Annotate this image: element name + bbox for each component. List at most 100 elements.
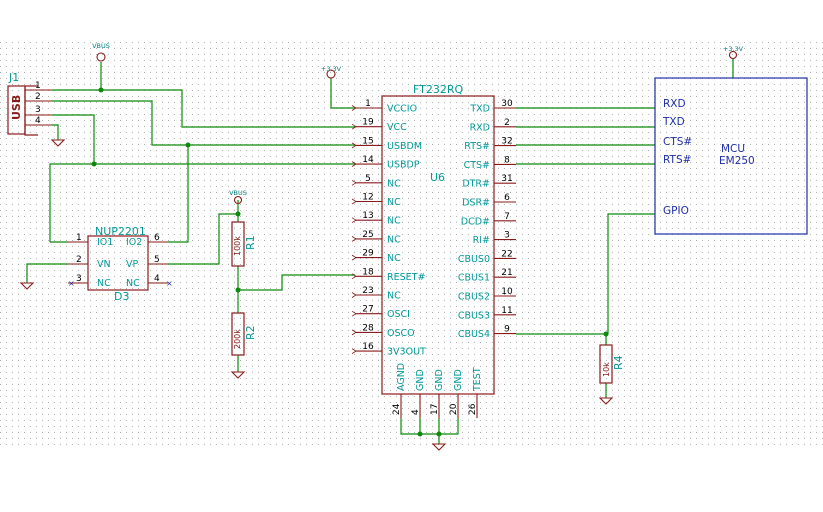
u6-pin-number: 12 (362, 193, 373, 203)
pin-arrow-icon (351, 142, 357, 149)
u6-pin-number: 11 (501, 306, 512, 316)
svg-text:R1: R1 (244, 235, 257, 250)
ground-icon-r2 (230, 371, 246, 379)
vbus-flag-r1: VBUS (229, 189, 247, 205)
u6-pin-name: GND (415, 369, 426, 391)
svg-text:NC: NC (97, 278, 111, 289)
u6-pin-name: NC (387, 253, 401, 264)
ground-icon-u6 (431, 443, 447, 451)
u6-pin-name: OSCI (387, 309, 410, 320)
svg-text:VBUS: VBUS (92, 42, 110, 50)
connector-j1: USB J1 1 2 3 4 (7, 71, 52, 136)
mcu-title: MCU (721, 143, 745, 155)
u6-right-pins: 30TXD2RXD32RTS#8CTS#31DTR#6DSR#7DCD#3RI#… (458, 99, 516, 340)
wires (26, 58, 734, 444)
resistor-r1: 100k R1 (231, 221, 257, 267)
ground-icon-j1 (50, 139, 66, 147)
u6-pin-number: 32 (501, 137, 512, 147)
u6-pin-number: 7 (504, 212, 510, 222)
svg-text:10k: 10k (602, 362, 611, 377)
grid-background (0, 40, 823, 450)
u6-pin-name: DCD# (461, 216, 490, 227)
svg-text:R2: R2 (244, 325, 257, 340)
u6-pin-number: 10 (501, 287, 513, 297)
u6-pin-number: 9 (504, 325, 510, 335)
j1-ref: J1 (8, 71, 19, 84)
u6-pin-name: DTR# (462, 179, 490, 190)
u6-pin-number: 28 (362, 323, 374, 333)
ground-icon-r4 (598, 397, 614, 405)
u6-pin-number: 27 (362, 305, 373, 315)
u6-pin-number: 6 (504, 193, 510, 203)
u6-pin-number: 23 (362, 286, 373, 296)
pin-arrow-icon (351, 217, 357, 224)
svg-text:1: 1 (76, 233, 82, 243)
u6-pin-number: 24 (392, 403, 402, 415)
svg-text:2: 2 (35, 92, 41, 102)
svg-text:IO1: IO1 (97, 237, 113, 248)
svg-text:IO2: IO2 (126, 237, 142, 248)
svg-text:200k: 200k (233, 329, 242, 349)
svg-text:NC: NC (126, 278, 140, 289)
u6-pin-name: TXD (469, 104, 490, 115)
u6-pin-number: 17 (430, 404, 440, 415)
pin-arrow-icon (351, 198, 357, 205)
u6-pin-name: CBUS4 (458, 329, 490, 340)
pin-arrow-icon (351, 161, 357, 167)
svg-text:+3.3V: +3.3V (723, 45, 744, 53)
pin-arrow-icon (351, 310, 357, 317)
svg-text:1: 1 (35, 81, 41, 91)
u6-pin-number: 26 (468, 403, 478, 415)
d3-part: NUP2201 (95, 225, 146, 238)
u6-pin-number: 3 (504, 231, 510, 241)
svg-text:VBUS: VBUS (229, 189, 247, 197)
u6-pin-name: DSR# (462, 198, 490, 209)
u6-pin-number: 21 (501, 268, 512, 278)
u6-pin-name: NC (387, 197, 401, 208)
mcu-pin-txd: TXD (662, 116, 685, 128)
u6-pin-number: 16 (362, 342, 374, 352)
chip-d3: NUP2201 D3 1 2 3 IO1 VN NC 6 5 4 IO2 VP … (68, 225, 173, 303)
nc-x-icon: × (68, 279, 75, 288)
pin-arrow-icon (351, 236, 357, 242)
d3-ref: D3 (114, 290, 129, 303)
u6-pin-name: CBUS0 (458, 254, 490, 265)
pin-arrow-icon (351, 179, 357, 186)
u6-pin-name: NC (387, 216, 401, 227)
mcu-pin-rxd: RXD (663, 98, 686, 110)
svg-text:100k: 100k (233, 236, 242, 256)
u6-pin-number: 5 (365, 174, 371, 184)
u6-pin-number: 20 (449, 403, 459, 415)
svg-text:4: 4 (35, 116, 41, 126)
u6-pin-number: 14 (362, 155, 374, 165)
pin-arrow-icon (351, 123, 357, 130)
u6-pin-number: 19 (362, 118, 374, 128)
u6-pin-number: 31 (501, 174, 512, 184)
u6-pin-name: CBUS3 (458, 310, 490, 321)
u6-pin-number: 18 (362, 267, 374, 277)
svg-text:R4: R4 (612, 355, 625, 370)
u6-pin-number: 25 (362, 230, 373, 240)
svg-text:5: 5 (154, 255, 160, 265)
u6-pin-number: 2 (504, 118, 510, 128)
svg-text:3: 3 (76, 274, 82, 284)
u6-pin-number: 29 (362, 249, 374, 259)
mcu-pin-cts: CTS# (663, 136, 692, 148)
u6-pin-number: 4 (411, 409, 421, 415)
pin-arrow-icon (351, 329, 357, 336)
pin-arrow-icon (351, 348, 357, 354)
u6-pin-number: 8 (504, 155, 510, 165)
svg-text:+3.3V: +3.3V (321, 65, 342, 73)
junctions (91, 87, 609, 437)
u6-pin-name: RESET# (387, 272, 425, 283)
block-mcu: MCU EM250 RXD TXD CTS# RTS# GPIO (654, 77, 808, 235)
u6-pin-name: VCC (387, 122, 407, 133)
pin-arrow-icon (351, 273, 357, 280)
pin-arrow-icon (351, 254, 357, 261)
pin-arrow-icon (351, 105, 357, 111)
u6-ref: U6 (430, 171, 445, 184)
u6-pin-number: 30 (501, 99, 513, 109)
u6-pin-name: RTS# (464, 141, 490, 152)
svg-text:3: 3 (35, 105, 41, 115)
